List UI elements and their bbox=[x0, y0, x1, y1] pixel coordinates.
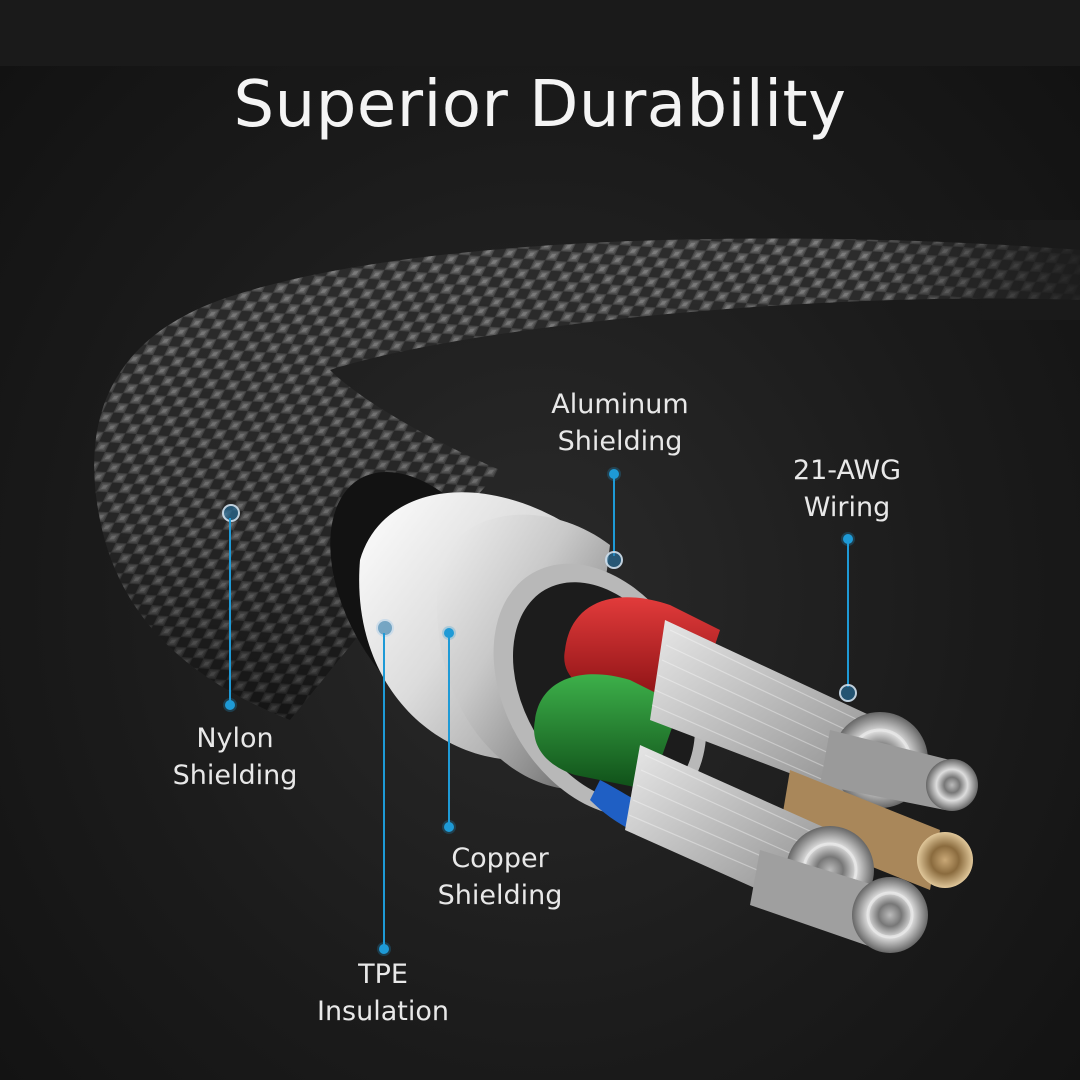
callout-copper-shielding: Copper Shielding bbox=[425, 840, 575, 914]
callout-line: Shielding bbox=[172, 760, 298, 791]
callout-line: Copper bbox=[451, 843, 549, 874]
callout-line: Shielding bbox=[557, 426, 683, 457]
callout-line: 21-AWG bbox=[792, 455, 902, 486]
callout-line: Insulation bbox=[316, 996, 450, 1027]
callout-nylon-shielding: Nylon Shielding bbox=[160, 720, 310, 794]
callout-tpe-insulation: TPE Insulation bbox=[308, 956, 458, 1030]
callout-line: TPE bbox=[358, 959, 408, 990]
pointer-line bbox=[229, 518, 231, 702]
callout-line: Wiring bbox=[803, 492, 891, 523]
pointer-line bbox=[383, 633, 385, 947]
callout-line: Aluminum bbox=[551, 389, 689, 420]
callout-line: Shielding bbox=[437, 880, 563, 911]
pointer-marker bbox=[376, 619, 394, 637]
pointer-dot bbox=[225, 700, 235, 710]
pointer-dot bbox=[444, 822, 454, 832]
top-band bbox=[0, 0, 1080, 66]
callout-aluminum-shielding: Aluminum Shielding bbox=[540, 386, 700, 460]
pointer-line bbox=[448, 633, 450, 823]
pointer-marker bbox=[605, 551, 623, 569]
pointer-marker bbox=[222, 504, 240, 522]
pointer-dot bbox=[379, 944, 389, 954]
pointer-line bbox=[613, 474, 615, 556]
pointer-line bbox=[847, 539, 849, 687]
callout-line: Nylon bbox=[196, 723, 274, 754]
pointer-marker bbox=[839, 684, 857, 702]
callout-21-awg-wiring: 21-AWG Wiring bbox=[772, 452, 922, 526]
page-title: Superior Durability bbox=[233, 68, 847, 142]
